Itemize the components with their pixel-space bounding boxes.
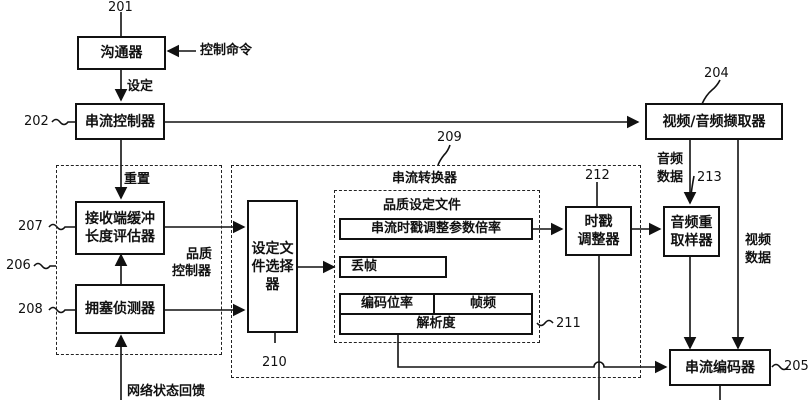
quality-controller-label-1: 品质 bbox=[186, 247, 213, 262]
ref-201: 201 bbox=[108, 0, 133, 15]
receiver-buffer-estimator-label-2: 长度评估器 bbox=[85, 229, 155, 245]
audio-resampler-label-2: 取样器 bbox=[670, 232, 713, 249]
receiver-buffer-estimator-label-1: 接收端缓冲 bbox=[85, 211, 155, 227]
audio-resampler-box: 音频重 取样器 bbox=[663, 206, 720, 257]
reset-label: 重置 bbox=[124, 172, 151, 187]
ref-210: 210 bbox=[262, 355, 287, 370]
communicator-box: 沟通器 bbox=[77, 36, 166, 70]
stream-encoder-box: 串流编码器 bbox=[669, 349, 771, 386]
quality-profile-label: 品质设定文件 bbox=[383, 198, 462, 213]
setting-label: 设定 bbox=[127, 79, 154, 94]
stream-controller-label: 串流控制器 bbox=[85, 113, 155, 130]
framerate-box: 帧频 bbox=[433, 293, 533, 315]
profile-selector-box: 设定文 件选择 器 bbox=[247, 200, 298, 333]
ref-213: 213 bbox=[697, 170, 722, 185]
resolution-label: 解析度 bbox=[416, 316, 456, 331]
ref-206: 206 bbox=[6, 258, 31, 273]
ref-212: 212 bbox=[585, 168, 610, 183]
drop-frame-label: 丢帧 bbox=[351, 259, 378, 274]
audio-data-label-2: 数据 bbox=[657, 170, 684, 185]
video-data-label-1: 视频 bbox=[745, 233, 772, 248]
communicator-label: 沟通器 bbox=[100, 45, 143, 61]
framerate-label: 帧频 bbox=[469, 296, 496, 311]
quality-profile-group bbox=[334, 190, 540, 343]
audio-resampler-label-1: 音频重 bbox=[670, 214, 713, 231]
ref-204: 204 bbox=[704, 66, 729, 81]
stream-converter-group bbox=[231, 165, 641, 378]
profile-selector-label-1: 设定文 bbox=[251, 240, 294, 257]
arrow-resolution-to-encoder bbox=[397, 333, 668, 374]
bitrate-label: 编码位率 bbox=[360, 296, 413, 311]
ref-207: 207 bbox=[18, 219, 43, 234]
ref-209: 209 bbox=[437, 130, 462, 145]
quality-controller-group bbox=[56, 165, 222, 355]
bitrate-box: 编码位率 bbox=[339, 293, 435, 315]
ref-205: 205 bbox=[784, 359, 808, 374]
stream-controller-box: 串流控制器 bbox=[75, 103, 165, 140]
timestamp-adjuster-box: 时戳 调整器 bbox=[565, 206, 632, 256]
congestion-detector-label: 拥塞侦测器 bbox=[85, 301, 155, 317]
timestamp-multiplier-box: 串流时戳调整参数倍率 bbox=[339, 218, 533, 240]
timestamp-adjuster-label-2: 调整器 bbox=[577, 232, 620, 248]
ref-211: 211 bbox=[556, 316, 581, 331]
resolution-box: 解析度 bbox=[339, 313, 533, 335]
drop-frame-box: 丢帧 bbox=[339, 256, 447, 278]
quality-controller-label-2: 控制器 bbox=[172, 264, 212, 279]
profile-selector-label-3: 器 bbox=[265, 276, 280, 293]
network-feedback-label: 网络状态回馈 bbox=[127, 384, 206, 399]
profile-selector-label-2: 件选择 bbox=[251, 258, 294, 275]
video-data-label-2: 数据 bbox=[745, 251, 772, 266]
audio-data-label-1: 音频 bbox=[657, 152, 684, 167]
stream-encoder-label: 串流编码器 bbox=[685, 359, 755, 376]
ref-208: 208 bbox=[18, 302, 43, 317]
video-audio-grabber-box: 视频/音频撷取器 bbox=[645, 103, 783, 140]
video-audio-grabber-label: 视频/音频撷取器 bbox=[662, 113, 766, 130]
ref-202: 202 bbox=[24, 114, 49, 129]
control-command-label: 控制命令 bbox=[200, 43, 253, 58]
stream-converter-label: 串流转换器 bbox=[392, 171, 458, 186]
receiver-buffer-estimator-box: 接收端缓冲 长度评估器 bbox=[75, 201, 165, 255]
timestamp-adjuster-label-1: 时戳 bbox=[584, 214, 613, 230]
congestion-detector-box: 拥塞侦测器 bbox=[75, 284, 165, 334]
timestamp-multiplier-label: 串流时戳调整参数倍率 bbox=[370, 221, 501, 236]
